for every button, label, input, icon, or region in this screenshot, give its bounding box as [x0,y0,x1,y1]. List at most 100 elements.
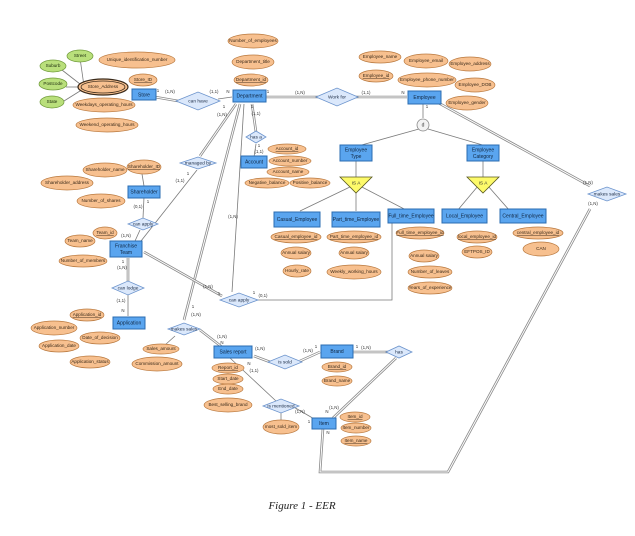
attr-can: CAN [522,241,560,257]
rel-work-for[interactable]: Work for [314,87,360,107]
entity-franchise-team[interactable]: Franchise Team [109,240,143,258]
line-d-emptype [357,128,420,147]
svg-text:Report_id: Report_id [218,365,238,370]
svg-text:Annual salary: Annual salary [410,253,439,258]
rel-is-mentioned[interactable]: is mentioned [261,398,301,414]
rel-can-apply-shareholder[interactable]: can apply [126,217,160,231]
attr-account-id: Account_id [267,143,307,155]
entity-item[interactable]: Item [311,417,337,430]
svg-text:Negative_balance: Negative_balance [249,180,286,185]
card-label: N [247,361,250,366]
attr-team-id: Team_id [92,226,118,240]
attr-part-time-employee-id: Part_time_employee_id [326,230,382,244]
attr-fulltime-annual-salary: Annual salary [408,249,440,263]
svg-text:Account_name: Account_name [273,169,304,174]
rel-can-have[interactable]: can have [174,91,222,111]
attr-store-address: Store_Address [77,78,129,96]
svg-text:can apply: can apply [229,297,250,303]
card-label: (1,1) [249,368,259,373]
svg-text:Department_id: Department_id [236,77,267,82]
disjoint-circle: d [416,118,430,132]
svg-text:managed by: managed by [185,160,212,166]
entity-casual-employee[interactable]: Casual_Employee [273,211,321,228]
rel-makes-sales-team[interactable]: makes sales [166,322,202,336]
entity-department[interactable]: Department [232,89,267,103]
entity-full-time-employee[interactable]: Full_time_Employee [387,208,435,224]
rel-managed-by[interactable]: managed by [178,156,218,170]
svg-text:Weekend_operating_hours: Weekend_operating_hours [79,122,135,127]
attr-state: State [39,95,65,109]
svg-text:most_sold_item: most_sold_item [265,424,297,429]
entity-account[interactable]: Account [240,155,268,169]
line-d-empcategory [427,128,487,147]
line-department-mid [231,103,245,293]
svg-text:Positive_balance: Positive_balance [293,180,328,185]
entity-employee-type[interactable]: Employee Type [339,144,373,162]
card-label: (1,N) [303,348,313,353]
entity-central-employee[interactable]: Central_Employee [499,208,547,224]
entity-shareholder[interactable]: Shareholder [127,185,161,199]
attr-positive-balance: Positive_balance [289,177,331,189]
rel-has[interactable]: has [385,345,413,359]
svg-text:can apply: can apply [133,221,154,227]
svg-text:Employee_id: Employee_id [363,73,390,78]
svg-text:Casual_employee_id: Casual_employee_id [275,234,318,239]
card-label: 1 [147,199,150,204]
svg-text:central_employee_id: central_employee_id [517,230,560,235]
card-label: (1,N) [217,334,227,339]
svg-text:Unique_identification_number: Unique_identification_number [107,57,168,62]
entity-local-employee[interactable]: Local_Employee [441,208,488,224]
attr-employee-id: Employee_id [358,69,394,83]
entity-employee[interactable]: Employee [407,90,442,105]
attr-weekdays-hours: Weekdays_operating_hours [72,97,136,113]
attr-application-number: Application_number [30,320,78,336]
attr-item-name: Item_name [340,435,372,447]
svg-text:Commission_amount: Commission_amount [135,361,179,366]
card-label: 1 [308,419,311,424]
isa-employee-type[interactable]: IS A [339,176,373,194]
svg-text:Casual_Employee: Casual_Employee [277,217,318,223]
svg-text:can have: can have [188,98,208,104]
entity-brand[interactable]: Brand [320,344,354,359]
rel-can-apply-employee[interactable]: can apply [218,292,260,308]
card-label: N [325,409,328,414]
attr-end-date: End_date [212,383,244,395]
entity-store[interactable]: Store [131,88,157,101]
svg-text:Number_of_members: Number_of_members [61,258,106,263]
attr-parttime-annual-salary: Annual salary [338,246,370,260]
entity-sales-report[interactable]: Sales report [213,345,253,359]
svg-text:Employee_phone_number: Employee_phone_number [400,77,454,82]
entity-part-time-employee[interactable]: Part_time_Employee [331,211,381,228]
entity-employee-category[interactable]: Employee Category [466,144,500,162]
rel-makes-sales-employee[interactable]: makes sales [586,186,628,202]
attr-central-employee-id: central_employee_id [512,226,564,240]
svg-text:Employee: Employee [472,147,494,153]
svg-text:Account_id: Account_id [276,146,299,151]
card-label: (1,1) [361,90,371,95]
svg-text:Account_number: Account_number [273,158,308,163]
rel-can-lodge[interactable]: can lodge [111,280,145,296]
isa-employee-category[interactable]: IS A [466,176,500,194]
svg-text:Application_status: Application_status [71,359,109,364]
attr-postcode: Postcode [38,77,68,91]
attr-weekend-hours: Weekend_operating_hours [75,117,139,133]
svg-text:Store: Store [138,92,150,98]
rel-has-a[interactable]: has a [245,130,267,144]
card-label: (1,N) [228,214,238,219]
card-label: 1 [223,104,226,109]
svg-text:Brand_id: Brand_id [328,364,347,369]
attr-employee-gender: Employee_gender [445,95,489,111]
entity-application[interactable]: Application [112,316,146,330]
attr-number-of-employees: Number_of_employees [227,33,279,49]
line-address-suburb [61,69,81,85]
attr-best-selling-brand: Best_selling_brand [203,397,253,413]
svg-text:Application_date: Application_date [42,343,76,348]
svg-text:Franchise: Franchise [115,243,137,249]
svg-text:makes sales: makes sales [594,191,621,197]
svg-text:Employee_gender: Employee_gender [448,100,486,105]
card-label: N [121,308,124,313]
rel-is-sold[interactable]: is sold [266,354,304,370]
card-label: (1,N) [588,201,598,206]
card-label: (1,N) [165,89,175,94]
svg-text:Team_id: Team_id [96,230,114,235]
